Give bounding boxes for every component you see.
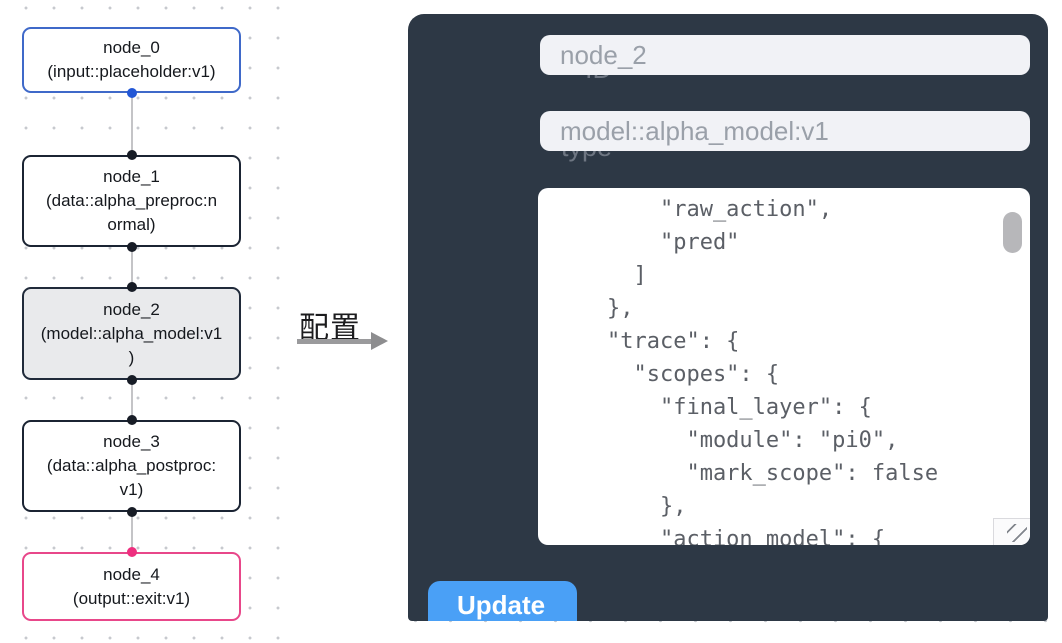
target-handle-node_2[interactable] — [126, 282, 137, 292]
node-title: node_2 — [103, 299, 160, 319]
config-textarea[interactable]: "raw_action", "pred" ] }, "trace": { "sc… — [538, 188, 1030, 545]
flow-node-node_3[interactable]: node_3 (data::alpha_postproc: v1) — [22, 420, 241, 512]
flow-node-node_4[interactable]: node_4 (output::exit:v1) — [22, 552, 241, 621]
target-handle-node_1[interactable] — [126, 150, 137, 160]
update-button[interactable]: Update — [428, 581, 577, 621]
source-handle-node_0[interactable] — [126, 88, 137, 98]
right-arrow-head-icon — [371, 332, 388, 350]
flow-node-node_2-selected[interactable]: node_2 (model::alpha_model:v1 ) — [22, 287, 241, 380]
node-title: node_0 — [103, 38, 160, 57]
config-json-text: "raw_action", "pred" ] }, "trace": { "sc… — [606, 197, 939, 545]
right-arrow-icon — [297, 339, 373, 344]
source-handle-node_3[interactable] — [126, 507, 137, 517]
vertical-scrollbar-thumb[interactable] — [1003, 212, 1022, 253]
node-subtitle: (model::alpha_model:v1 ) — [40, 323, 223, 367]
scrollbar-corner — [993, 518, 1030, 545]
target-handle-node_3[interactable] — [126, 415, 137, 425]
target-handle-node_4[interactable] — [126, 547, 137, 557]
type-input[interactable] — [540, 111, 1030, 151]
node-title: node_4 — [103, 564, 160, 584]
node-title: node_3 — [103, 432, 160, 451]
node-subtitle: (input::placeholder:v1) — [47, 62, 216, 81]
node-config-panel: ID type config "raw_action", "pred" ] },… — [408, 14, 1048, 621]
flow-node-node_0[interactable]: node_0 (input::placeholder:v1) — [22, 27, 241, 93]
node-subtitle: (data::alpha_preproc:n ormal) — [45, 191, 218, 234]
flow-node-node_1[interactable]: node_1 (data::alpha_preproc:n ormal) — [22, 155, 241, 247]
edge-node3-node4 — [130, 512, 133, 552]
source-handle-node_1[interactable] — [126, 242, 137, 252]
id-input[interactable] — [540, 35, 1030, 75]
resize-grip-icon[interactable] — [1007, 524, 1027, 542]
node-subtitle: (data::alpha_postproc: v1) — [46, 456, 217, 499]
node-title: node_1 — [103, 167, 160, 186]
source-handle-node_2[interactable] — [126, 375, 137, 385]
edge-node1-node2 — [130, 247, 133, 287]
node-subtitle: (output::exit:v1) — [72, 588, 191, 608]
edge-node0-node1 — [130, 93, 133, 155]
edge-node2-node3 — [130, 380, 133, 420]
